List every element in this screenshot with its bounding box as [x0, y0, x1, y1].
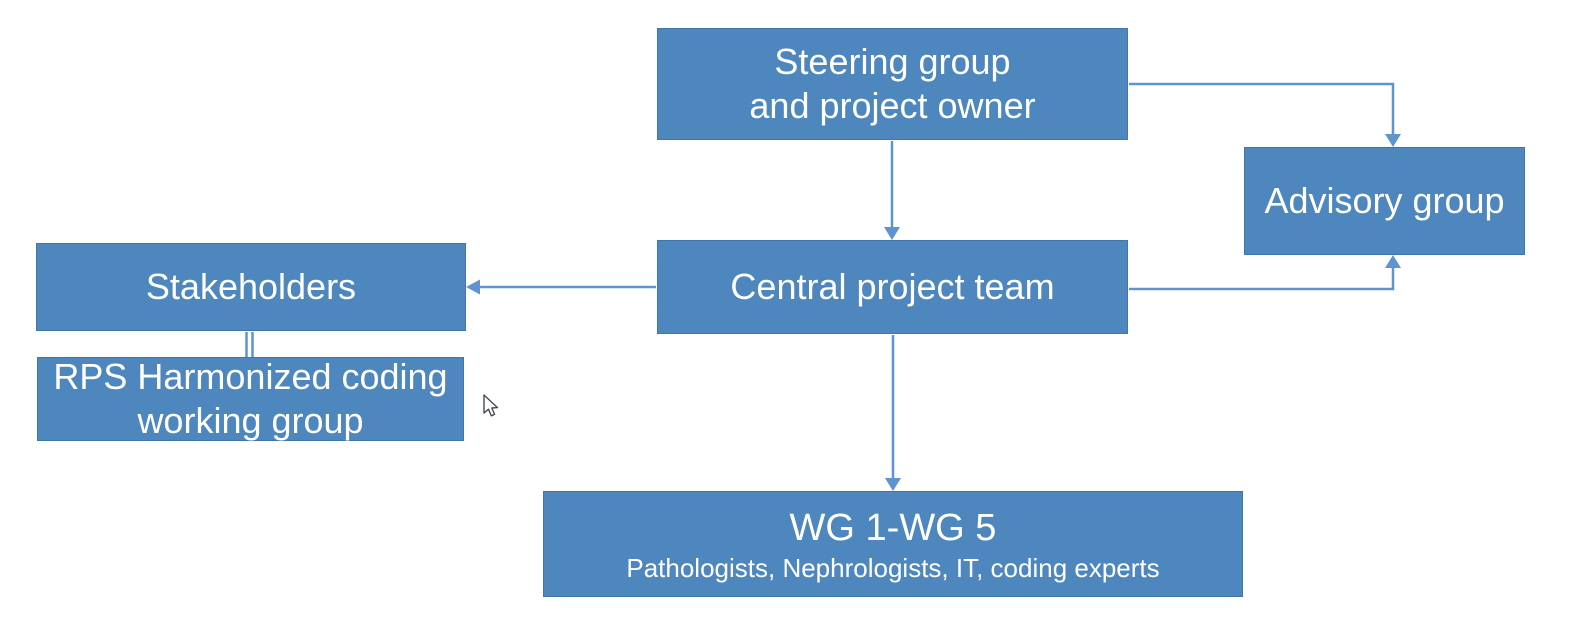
node-label: working group: [137, 400, 364, 441]
node-stakeholders[interactable]: Stakeholders: [36, 243, 466, 331]
node-label: Central project team: [730, 266, 1055, 307]
arrowhead-steering-to-advisory: [1385, 134, 1401, 147]
node-rps-working-group[interactable]: RPS Harmonized coding working group: [37, 356, 464, 441]
node-label: and project owner: [749, 85, 1036, 126]
node-wg-1-5[interactable]: WG 1-WG 5 Pathologists, Nephrologists, I…: [543, 491, 1243, 597]
node-steering-group[interactable]: Steering group and project owner: [657, 28, 1128, 140]
double-line-stakeholders-to-rps: [245, 332, 254, 357]
node-label: Steering group: [774, 41, 1011, 82]
mouse-cursor-icon: [483, 394, 499, 417]
node-label: Advisory group: [1264, 180, 1505, 221]
arrowhead-central-to-wg: [885, 478, 901, 491]
arrowhead-steering-to-central: [884, 227, 900, 240]
node-central-project-team[interactable]: Central project team: [657, 240, 1128, 334]
arrowhead-central-to-advisory: [1385, 255, 1401, 268]
node-advisory-group[interactable]: Advisory group: [1244, 147, 1525, 255]
arrowhead-central-to-stakeholders: [466, 279, 480, 295]
connector-steering-to-advisory: [1129, 82, 1395, 134]
node-label: Stakeholders: [145, 266, 357, 307]
node-label: RPS Harmonized coding: [53, 356, 448, 397]
node-subtitle: Pathologists, Nephrologists, IT, coding …: [626, 553, 1160, 583]
connector-central-to-advisory: [1129, 268, 1395, 291]
node-title: WG 1-WG 5: [789, 507, 997, 549]
